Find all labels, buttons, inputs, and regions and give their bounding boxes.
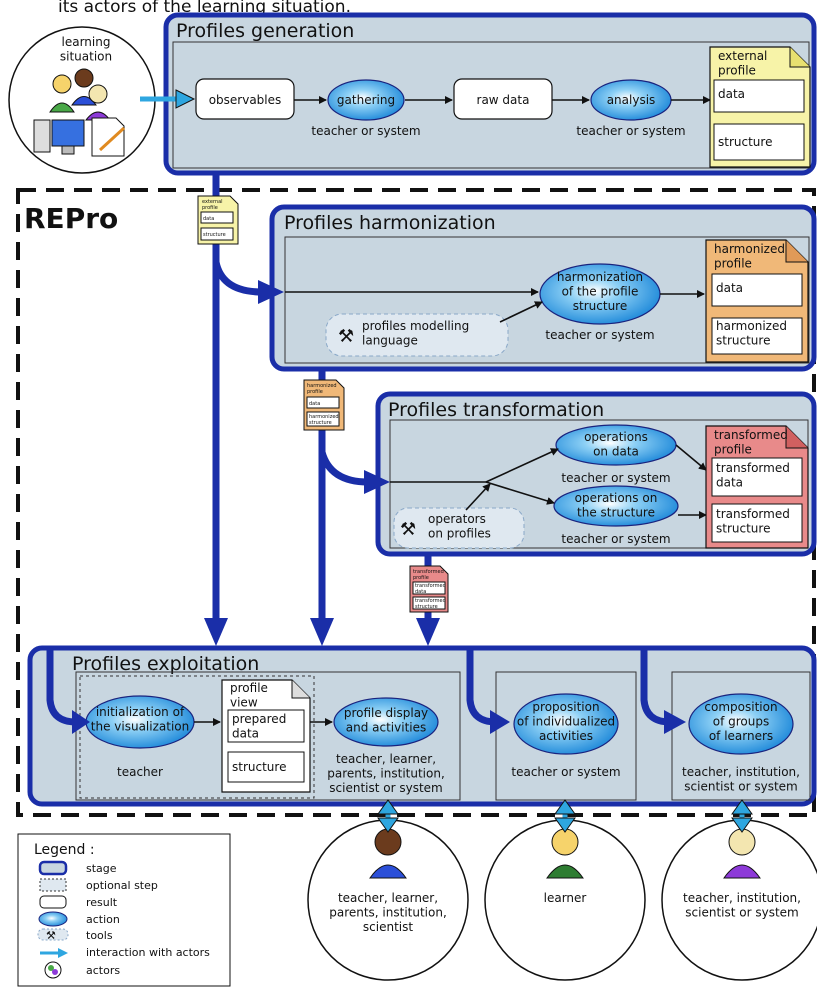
harmonization-actor: teacher or system: [545, 328, 654, 342]
exploitation-title: Profiles exploitation: [72, 653, 259, 675]
tools-icon: ⚒: [400, 519, 416, 540]
harmonization-tool: [325, 313, 509, 357]
actor-3-label: teacher, institution,scientist or system: [683, 891, 801, 919]
operations-data-actor: teacher or system: [561, 471, 670, 485]
gathering-label: gathering: [337, 93, 395, 107]
legend-optional-swatch: [39, 878, 67, 892]
operations-structure-action: [553, 485, 679, 527]
mini-harmonized-data: data: [309, 401, 320, 407]
generation-title: Profiles generation: [176, 20, 354, 42]
external-profile-structure: structure: [718, 135, 772, 149]
legend-action: action: [86, 913, 120, 926]
legend-stage-swatch: [38, 860, 68, 876]
legend: Legend : stage optional step result acti…: [17, 833, 231, 987]
mini-external-structure: structure: [203, 232, 226, 238]
arrow-right-icon: [58, 948, 68, 958]
tools-icon: ⚒: [46, 929, 56, 942]
harmonized-profile-data: data: [716, 281, 743, 295]
legend-result: result: [86, 896, 118, 909]
analysis-actor: teacher or system: [576, 124, 685, 138]
operations-structure-actor: teacher or system: [561, 532, 670, 546]
composition-action: [688, 693, 794, 755]
profile-view-structure: structure: [232, 760, 286, 774]
harmonization-title: Profiles harmonization: [284, 212, 496, 234]
profile-display-actor: teacher, learner,parents, institution,sc…: [327, 752, 445, 795]
legend-title: Legend :: [34, 842, 95, 858]
repro-label: REPro: [24, 202, 118, 235]
observables-label: observables: [209, 93, 282, 107]
raw-data-result: [453, 78, 553, 120]
actor-2-label: learner: [544, 891, 587, 905]
actor-circle-3: teacher, institution,scientist or system: [661, 819, 817, 981]
tools-icon: ⚒: [338, 326, 354, 347]
init-visualization-actor: teacher: [117, 765, 163, 779]
generation-stage: Profiles generation observables gatherin…: [163, 12, 817, 176]
legend-actors: actors: [86, 964, 120, 977]
actor-circle-2: learner: [484, 819, 646, 981]
legend-interaction: interaction with actors: [86, 946, 210, 959]
analysis-label: analysis: [607, 93, 656, 107]
legend-action-swatch: [38, 911, 68, 927]
gathering-action: [327, 79, 405, 121]
transformation-title: Profiles transformation: [388, 399, 604, 421]
mini-external-data: data: [203, 216, 214, 222]
optional-step-box: [79, 675, 315, 799]
gathering-actor: teacher or system: [311, 124, 420, 138]
actor-1-label: teacher, learner,parents, institution,sc…: [329, 891, 447, 934]
observables-result: [195, 78, 295, 120]
legend-result-swatch: [39, 895, 67, 909]
legend-stage: stage: [86, 862, 117, 875]
transformation-tool: [393, 507, 525, 549]
legend-tools: tools: [86, 929, 113, 942]
raw-data-label: raw data: [477, 93, 530, 107]
external-profile-data: data: [718, 87, 745, 101]
composition-actor: teacher, institution,scientist or system: [682, 765, 800, 793]
proposition-actor: teacher or system: [511, 765, 620, 779]
profile-display-action: [333, 697, 439, 747]
interaction-arrow-situation: [140, 89, 196, 109]
legend-optional: optional step: [86, 879, 158, 892]
interaction-arrows-actors: [377, 799, 753, 833]
actor-circle-1: teacher, learner,parents, institution,sc…: [307, 819, 469, 981]
proposition-action: [513, 693, 619, 755]
